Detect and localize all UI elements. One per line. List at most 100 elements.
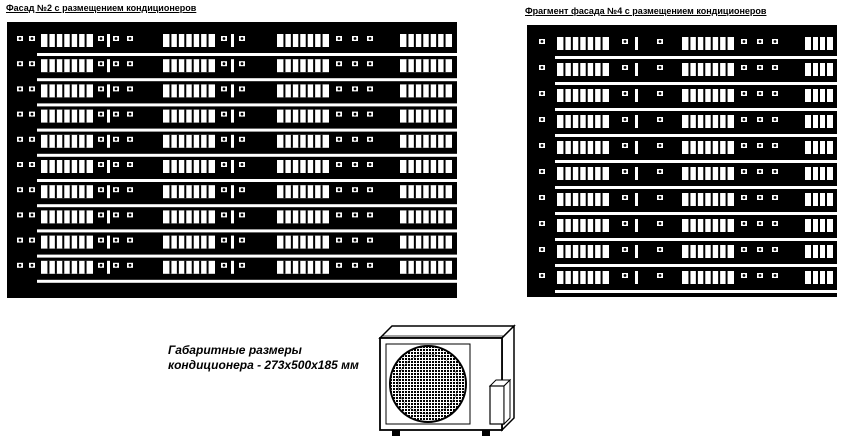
window-mullion bbox=[54, 134, 57, 148]
window-mullion bbox=[69, 134, 72, 148]
window-mullion bbox=[585, 37, 588, 50]
window-mullion bbox=[298, 59, 301, 73]
window-mullion bbox=[313, 59, 316, 73]
floor-band bbox=[555, 160, 837, 163]
window-mullion bbox=[77, 160, 80, 173]
window-mullion bbox=[600, 271, 603, 284]
window-mullion bbox=[283, 134, 286, 148]
window-mullion bbox=[69, 210, 72, 224]
window-mullion bbox=[199, 235, 202, 249]
window-mullion bbox=[206, 109, 209, 123]
floor-band bbox=[37, 153, 457, 157]
window-mullion bbox=[298, 134, 301, 148]
window-mullion bbox=[290, 59, 293, 73]
window-mullion bbox=[206, 84, 209, 98]
window-mullion bbox=[563, 167, 566, 180]
balcony-door bbox=[107, 160, 110, 173]
window-mullion bbox=[578, 115, 581, 128]
caption-line-1: Габаритные размеры bbox=[168, 343, 302, 357]
balcony-door bbox=[231, 210, 234, 224]
floor-band bbox=[555, 290, 837, 293]
window-mullion bbox=[283, 210, 286, 224]
window-mullion bbox=[313, 109, 316, 123]
window-pane bbox=[400, 34, 452, 47]
floor-band bbox=[555, 56, 837, 59]
window-pane bbox=[682, 245, 734, 258]
balcony-door bbox=[107, 34, 110, 47]
window-mullion bbox=[600, 245, 603, 258]
window-mullion bbox=[443, 134, 446, 148]
floor bbox=[17, 260, 457, 283]
window-pane bbox=[400, 134, 452, 148]
floor bbox=[539, 141, 837, 163]
window-mullion bbox=[77, 84, 80, 98]
window-mullion bbox=[825, 115, 827, 128]
window-mullion bbox=[811, 193, 813, 206]
window-mullion bbox=[406, 134, 409, 148]
floor-band bbox=[555, 212, 837, 215]
floor-band bbox=[555, 264, 837, 267]
window-mullion bbox=[313, 260, 316, 274]
window-pane bbox=[400, 235, 452, 249]
window-mullion bbox=[176, 59, 179, 73]
window-mullion bbox=[600, 219, 603, 232]
window-pane bbox=[163, 109, 215, 123]
window-mullion bbox=[688, 37, 691, 50]
window-mullion bbox=[305, 34, 308, 47]
window-mullion bbox=[313, 134, 316, 148]
window-mullion bbox=[84, 59, 87, 73]
window-mullion bbox=[84, 185, 87, 199]
window-mullion bbox=[718, 271, 721, 284]
window-mullion bbox=[305, 210, 308, 224]
window-mullion bbox=[443, 210, 446, 224]
window-pane bbox=[41, 160, 93, 173]
window-mullion bbox=[428, 260, 431, 274]
window-pane bbox=[277, 109, 329, 123]
window-mullion bbox=[725, 89, 728, 102]
window-mullion bbox=[191, 260, 194, 274]
balcony-door bbox=[107, 84, 110, 98]
window-mullion bbox=[703, 167, 706, 180]
window-mullion bbox=[69, 109, 72, 123]
facade-left-drawing bbox=[7, 22, 457, 298]
window-mullion bbox=[585, 245, 588, 258]
window-mullion bbox=[47, 34, 50, 47]
window-mullion bbox=[206, 160, 209, 173]
window-mullion bbox=[84, 109, 87, 123]
window-mullion bbox=[563, 37, 566, 50]
window-mullion bbox=[77, 109, 80, 123]
window-mullion bbox=[421, 34, 424, 47]
floor bbox=[17, 235, 457, 258]
window-mullion bbox=[718, 219, 721, 232]
window-mullion bbox=[191, 185, 194, 199]
window-mullion bbox=[563, 141, 566, 154]
window-pane bbox=[277, 84, 329, 98]
window-mullion bbox=[69, 84, 72, 98]
window-pane bbox=[682, 271, 734, 284]
window-pane bbox=[41, 260, 93, 274]
floor-band bbox=[555, 134, 837, 137]
window-mullion bbox=[436, 235, 439, 249]
window-pane bbox=[41, 185, 93, 199]
floor-band bbox=[37, 204, 457, 208]
window-mullion bbox=[570, 219, 573, 232]
balcony-door bbox=[107, 260, 110, 274]
window-pane bbox=[682, 63, 734, 76]
window-mullion bbox=[600, 37, 603, 50]
balcony-door bbox=[107, 59, 110, 73]
window-pane bbox=[41, 109, 93, 123]
window-mullion bbox=[818, 63, 820, 76]
window-mullion bbox=[600, 167, 603, 180]
window-mullion bbox=[718, 141, 721, 154]
floor bbox=[539, 115, 837, 137]
window-mullion bbox=[811, 63, 813, 76]
window-mullion bbox=[436, 59, 439, 73]
window-mullion bbox=[443, 84, 446, 98]
window-pane bbox=[277, 260, 329, 274]
window-mullion bbox=[825, 219, 827, 232]
window-mullion bbox=[298, 260, 301, 274]
window-mullion bbox=[169, 34, 172, 47]
window-mullion bbox=[725, 115, 728, 128]
window-mullion bbox=[69, 185, 72, 199]
window-mullion bbox=[710, 115, 713, 128]
